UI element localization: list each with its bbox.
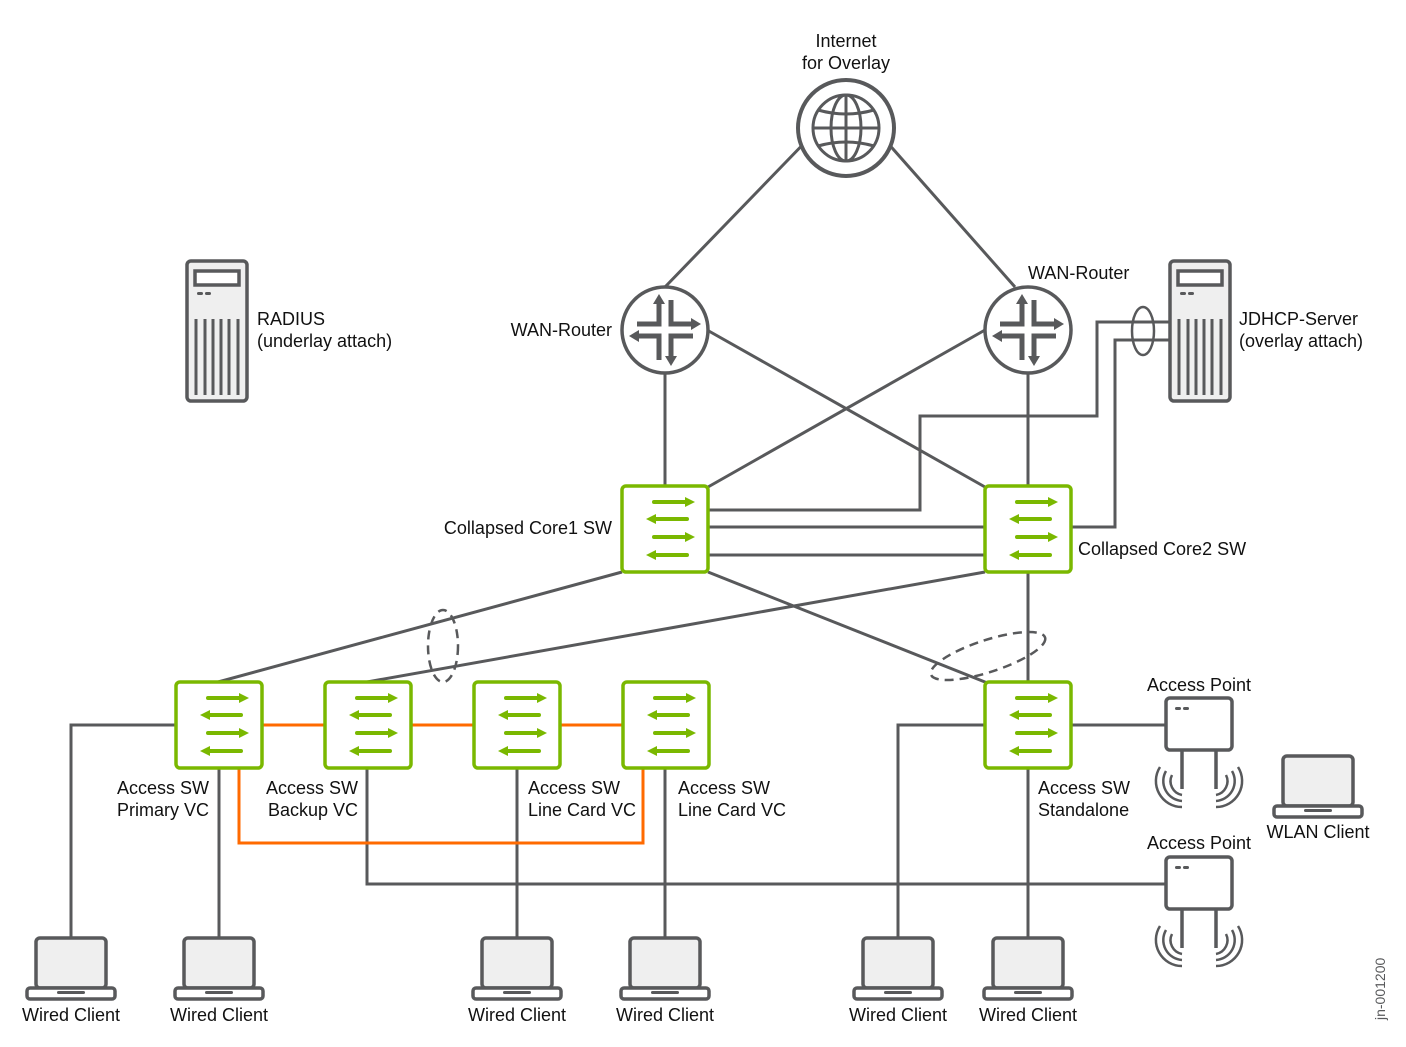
access-switch-primary[interactable]: Access SW Primary VC bbox=[117, 680, 264, 820]
radius-server[interactable]: RADIUS (underlay attach) bbox=[185, 259, 392, 403]
switch-icon bbox=[174, 680, 264, 770]
core2-switch[interactable]: Collapsed Core2 SW bbox=[983, 484, 1246, 574]
laptop-icon bbox=[471, 936, 563, 1001]
lag-indicator-access-uplinks bbox=[426, 608, 460, 684]
laptop-icon bbox=[25, 936, 117, 1001]
link-core1-acc-primary bbox=[217, 570, 623, 684]
wired-client-6[interactable]: Wired Client bbox=[979, 936, 1077, 1025]
wired-client-label: Wired Client bbox=[616, 1005, 714, 1025]
wired-client-label: Wired Client bbox=[22, 1005, 120, 1025]
access-switch-linecard-2[interactable]: Access SW Line Card VC bbox=[621, 680, 786, 820]
wlan-client-label: WLAN Client bbox=[1266, 822, 1369, 842]
laptop-icon bbox=[173, 936, 265, 1001]
wired-client-5[interactable]: Wired Client bbox=[849, 936, 947, 1025]
access-point-2-label: Access Point bbox=[1147, 833, 1251, 853]
access-primary-label-line1: Access SW bbox=[117, 778, 209, 798]
access-point-1-label: Access Point bbox=[1147, 675, 1251, 695]
globe-icon bbox=[811, 93, 881, 163]
access-point-1[interactable]: Access Point bbox=[1147, 675, 1251, 809]
jdhcp-label-line2: (overlay attach) bbox=[1239, 331, 1363, 351]
core1-switch[interactable]: Collapsed Core1 SW bbox=[444, 484, 710, 574]
laptop-icon bbox=[619, 936, 711, 1001]
switch-icon bbox=[472, 680, 562, 770]
server-icon bbox=[185, 259, 249, 403]
wired-client-label: Wired Client bbox=[170, 1005, 268, 1025]
wan-router-1[interactable]: WAN-Router bbox=[511, 287, 708, 373]
access-standalone-label-line1: Access SW bbox=[1038, 778, 1130, 798]
wan-router-1-label: WAN-Router bbox=[511, 320, 612, 340]
server-icon bbox=[1168, 259, 1232, 403]
internet-label-line2: for Overlay bbox=[802, 53, 890, 73]
links bbox=[69, 130, 1170, 940]
access-lc1-label-line1: Access SW bbox=[528, 778, 620, 798]
link-internet-router2 bbox=[876, 131, 1017, 288]
core1-label: Collapsed Core1 SW bbox=[444, 518, 612, 538]
switch-icon bbox=[620, 484, 710, 574]
link-router2-core1 bbox=[707, 328, 986, 489]
link-core1-acc-standalone bbox=[707, 570, 991, 686]
access-backup-label-line1: Access SW bbox=[266, 778, 358, 798]
wan-router-2-label: WAN-Router bbox=[1028, 263, 1129, 283]
wlan-client[interactable]: WLAN Client bbox=[1266, 754, 1370, 842]
switch-icon bbox=[323, 680, 413, 770]
link-acc-primary-client1 bbox=[69, 723, 177, 940]
access-switch-linecard-1[interactable]: Access SW Line Card VC bbox=[472, 680, 636, 820]
vc-link-primary-lc2-ring bbox=[237, 768, 645, 845]
radius-label-line1: RADIUS bbox=[257, 309, 325, 329]
wired-client-label: Wired Client bbox=[979, 1005, 1077, 1025]
internet-label-line1: Internet bbox=[815, 31, 876, 51]
core2-label: Collapsed Core2 SW bbox=[1078, 539, 1246, 559]
link-core1-jdhcp bbox=[708, 320, 1170, 512]
link-acc-backup-ap2 bbox=[365, 768, 1167, 886]
wired-client-1[interactable]: Wired Client bbox=[22, 936, 120, 1025]
laptop-icon bbox=[982, 936, 1074, 1001]
switch-icon bbox=[983, 484, 1073, 574]
access-backup-label-line2: Backup VC bbox=[268, 800, 358, 820]
access-standalone-label-line2: Standalone bbox=[1038, 800, 1129, 820]
lag-indicator-standalone-uplinks bbox=[929, 630, 1047, 682]
wired-client-4[interactable]: Wired Client bbox=[616, 936, 714, 1025]
wired-client-label: Wired Client bbox=[468, 1005, 566, 1025]
router-icon bbox=[622, 287, 708, 373]
radius-label-line2: (underlay attach) bbox=[257, 331, 392, 351]
access-lc2-label-line1: Access SW bbox=[678, 778, 770, 798]
jdhcp-label-line1: JDHCP-Server bbox=[1239, 309, 1358, 329]
internet-node[interactable]: Internet for Overlay bbox=[796, 31, 896, 178]
switch-icon bbox=[983, 680, 1073, 770]
link-core2-acc-backup bbox=[366, 570, 986, 684]
link-acc-standalone-client5 bbox=[896, 723, 986, 940]
figure-id: jn-001200 bbox=[1372, 958, 1388, 1021]
access-switch-backup[interactable]: Access SW Backup VC bbox=[266, 680, 413, 820]
lag-indicator-jdhcp bbox=[1130, 305, 1156, 357]
laptop-icon bbox=[1272, 754, 1364, 819]
access-lc2-label-line2: Line Card VC bbox=[678, 800, 786, 820]
wired-client-3[interactable]: Wired Client bbox=[468, 936, 566, 1025]
access-point-icon bbox=[1154, 855, 1244, 968]
jdhcp-server[interactable]: JDHCP-Server (overlay attach) bbox=[1168, 259, 1363, 403]
wired-client-label: Wired Client bbox=[849, 1005, 947, 1025]
access-lc1-label-line2: Line Card VC bbox=[528, 800, 636, 820]
link-internet-router1 bbox=[663, 130, 817, 289]
wan-router-2[interactable]: WAN-Router bbox=[985, 263, 1129, 373]
switch-icon bbox=[621, 680, 711, 770]
access-point-2[interactable]: Access Point bbox=[1147, 833, 1251, 968]
laptop-icon bbox=[852, 936, 944, 1001]
access-point-icon bbox=[1154, 696, 1244, 809]
access-primary-label-line2: Primary VC bbox=[117, 800, 209, 820]
wired-client-2[interactable]: Wired Client bbox=[170, 936, 268, 1025]
access-switch-standalone[interactable]: Access SW Standalone bbox=[983, 680, 1130, 820]
router-icon bbox=[985, 287, 1071, 373]
link-core2-jdhcp bbox=[1071, 338, 1170, 529]
